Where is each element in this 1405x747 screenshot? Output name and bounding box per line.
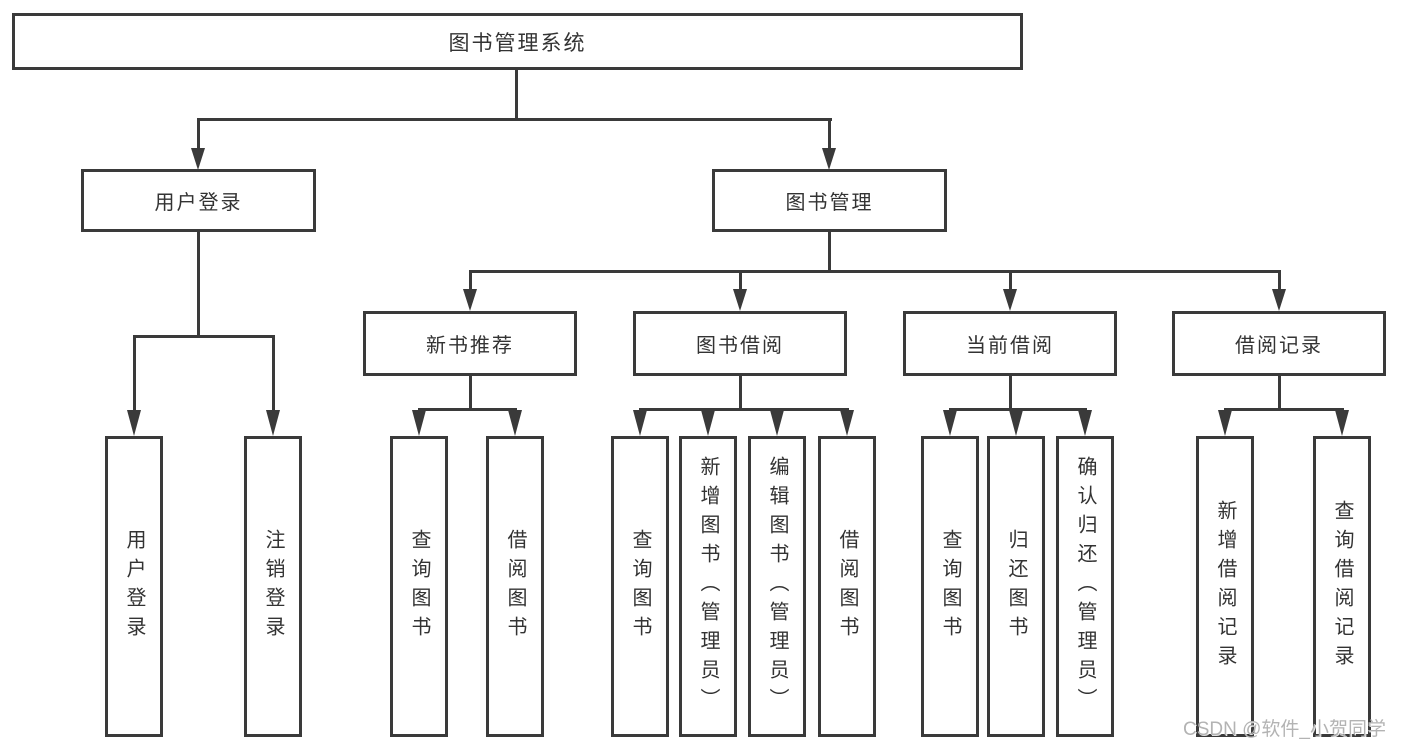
connector-line	[1009, 270, 1012, 292]
arrowhead-icon	[701, 410, 715, 436]
leaf-edit-book-admin-label: 编辑图书（管理员）	[766, 456, 788, 717]
node-user-login: 用户登录	[81, 169, 316, 232]
leaf-query-books-recommend-label: 查询图书	[408, 528, 430, 645]
node-book-borrow-label: 图书借阅	[696, 335, 784, 357]
arrowhead-icon	[1272, 289, 1286, 311]
arrowhead-icon	[770, 410, 784, 436]
connector-line	[739, 376, 742, 410]
arrowhead-icon	[733, 289, 747, 311]
leaf-return-book: 归还图书	[987, 436, 1045, 737]
leaf-logout: 注销登录	[244, 436, 302, 737]
arrowhead-icon	[1078, 410, 1092, 436]
leaf-borrow-books-label: 借阅图书	[836, 528, 858, 645]
arrowhead-icon	[633, 410, 647, 436]
leaf-query-books-borrow: 查询图书	[611, 436, 669, 737]
arrowhead-icon	[463, 289, 477, 311]
connector-line	[1278, 270, 1281, 292]
connector-line	[739, 270, 742, 292]
leaf-borrow-books-recommend-label: 借阅图书	[504, 528, 526, 645]
arrowhead-icon	[822, 148, 836, 170]
node-current-borrow: 当前借阅	[903, 311, 1117, 376]
leaf-return-book-label: 归还图书	[1005, 528, 1027, 645]
connector-line	[197, 118, 832, 121]
leaf-query-borrow-record-label: 查询借阅记录	[1331, 499, 1353, 674]
leaf-user-login-label: 用户登录	[123, 528, 145, 645]
arrowhead-icon	[1218, 410, 1232, 436]
connector-line	[469, 270, 1281, 273]
node-book-management-label: 图书管理	[785, 192, 874, 214]
connector-line	[133, 335, 136, 413]
leaf-edit-book-admin: 编辑图书（管理员）	[748, 436, 806, 737]
node-new-book-recommend: 新书推荐	[363, 311, 577, 376]
node-book-management: 图书管理	[712, 169, 947, 232]
csdn-watermark: CSDN @软件_小贺同学	[1183, 719, 1386, 740]
leaf-add-borrow-record: 新增借阅记录	[1196, 436, 1254, 737]
connector-line	[828, 232, 831, 273]
leaf-add-book-admin-label: 新增图书（管理员）	[697, 456, 719, 717]
leaf-borrow-books-recommend: 借阅图书	[486, 436, 544, 737]
connector-line	[133, 335, 275, 338]
leaf-logout-label: 注销登录	[262, 528, 284, 645]
leaf-add-book-admin: 新增图书（管理员）	[679, 436, 737, 737]
leaf-query-books-current: 查询图书	[921, 436, 979, 737]
connector-line	[1278, 376, 1281, 410]
connector-line	[828, 118, 831, 152]
node-new-book-recommend-label: 新书推荐	[426, 335, 514, 357]
arrowhead-icon	[1003, 289, 1017, 311]
node-borrow-records: 借阅记录	[1172, 311, 1386, 376]
arrowhead-icon	[508, 410, 522, 436]
leaf-query-books-recommend: 查询图书	[390, 436, 448, 737]
connector-line	[515, 69, 518, 120]
connector-line	[469, 376, 472, 410]
leaf-query-books-borrow-label: 查询图书	[629, 528, 651, 645]
leaf-borrow-books: 借阅图书	[818, 436, 876, 737]
leaf-user-login: 用户登录	[105, 436, 163, 737]
node-borrow-records-label: 借阅记录	[1235, 335, 1323, 357]
connector-line	[418, 408, 517, 411]
arrowhead-icon	[1335, 410, 1349, 436]
node-root-label: 图书管理系统	[448, 31, 587, 55]
arrowhead-icon	[943, 410, 957, 436]
connector-line	[1009, 376, 1012, 410]
connector-line	[272, 335, 275, 413]
leaf-confirm-return-admin: 确认归还（管理员）	[1056, 436, 1114, 737]
leaf-query-books-current-label: 查询图书	[939, 528, 961, 645]
node-root: 图书管理系统	[12, 13, 1023, 70]
node-book-borrow: 图书借阅	[633, 311, 847, 376]
arrowhead-icon	[1009, 410, 1023, 436]
leaf-confirm-return-admin-label: 确认归还（管理员）	[1074, 456, 1096, 717]
node-user-login-label: 用户登录	[154, 192, 243, 214]
connector-line	[949, 408, 1087, 411]
arrowhead-icon	[266, 410, 280, 436]
connector-line	[1224, 408, 1344, 411]
arrowhead-icon	[191, 148, 205, 170]
arrowhead-icon	[840, 410, 854, 436]
connector-line	[639, 408, 849, 411]
arrowhead-icon	[127, 410, 141, 436]
leaf-add-borrow-record-label: 新增借阅记录	[1214, 499, 1236, 674]
leaf-query-borrow-record: 查询借阅记录	[1313, 436, 1371, 737]
arrowhead-icon	[412, 410, 426, 436]
connector-line	[469, 270, 472, 292]
connector-line	[197, 232, 200, 337]
connector-line	[197, 118, 200, 152]
node-current-borrow-label: 当前借阅	[966, 335, 1054, 357]
